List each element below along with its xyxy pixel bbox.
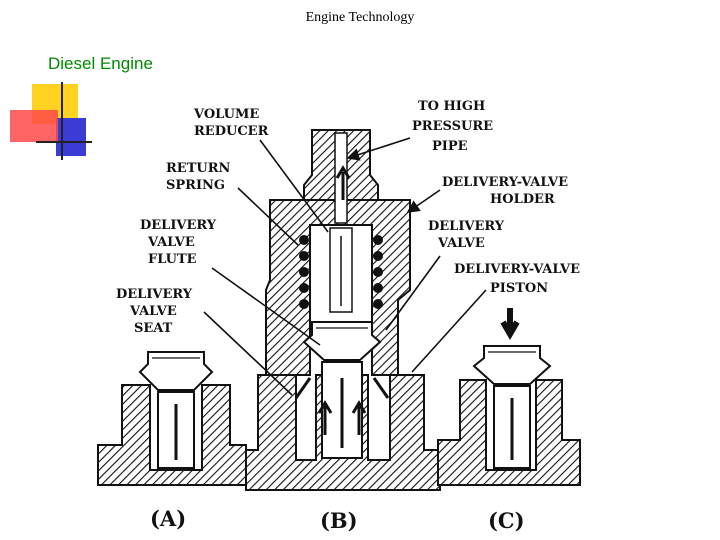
label-return-spring: RETURN SPRING bbox=[166, 161, 235, 193]
leader-lines bbox=[203, 137, 487, 396]
label-delivery-valve: DELIVERY VALVE bbox=[428, 219, 509, 251]
flow-arrow-up-center bbox=[335, 165, 351, 200]
label-delivery-valve-piston: DELIVERY-VALVE PISTON bbox=[454, 262, 585, 296]
assembly-b bbox=[245, 129, 441, 491]
caption-b: (B) bbox=[320, 508, 358, 533]
flow-arrow-side-left bbox=[294, 377, 312, 399]
flow-arrow-up-right bbox=[351, 400, 367, 435]
pump-barrel-c bbox=[437, 379, 581, 486]
delivery-valve-head-c bbox=[472, 345, 552, 385]
decorative-color-blocks bbox=[10, 82, 92, 160]
label-volume-reducer: VOLUME REDUCER bbox=[193, 107, 269, 139]
leader-pressure-pipe bbox=[346, 137, 411, 161]
leader-delivery-valve bbox=[385, 255, 441, 331]
assembly-c bbox=[437, 308, 581, 486]
leader-seat bbox=[203, 311, 293, 396]
caption-a: (A) bbox=[150, 506, 186, 531]
assembly-a bbox=[97, 351, 247, 486]
piston-arrow-down bbox=[500, 308, 520, 340]
leader-return-spring bbox=[237, 187, 299, 246]
labels: VOLUME REDUCER RETURN SPRING DELIVERY VA… bbox=[116, 99, 585, 336]
leader-holder bbox=[406, 189, 441, 213]
label-delivery-valve-holder: DELIVERY-VALVE HOLDER bbox=[442, 175, 573, 207]
caption-c: (C) bbox=[488, 508, 525, 533]
delivery-valve-head-a bbox=[138, 351, 214, 391]
holder-bore bbox=[334, 132, 348, 224]
deco-red-block bbox=[10, 110, 58, 142]
label-delivery-valve-flute: DELIVERY VALVE FLUTE bbox=[140, 218, 221, 267]
pump-barrel-a bbox=[97, 384, 247, 486]
flow-arrow-up-left bbox=[317, 400, 333, 435]
leader-flute bbox=[211, 267, 321, 346]
return-spring bbox=[299, 235, 383, 309]
label-to-high-pressure-pipe: TO HIGH PRESSURE PIPE bbox=[412, 99, 498, 154]
section-title: Diesel Engine bbox=[48, 54, 153, 73]
slide-title: Engine Technology bbox=[305, 10, 415, 25]
flow-arrow-side-right bbox=[372, 377, 390, 399]
leader-piston bbox=[411, 289, 487, 373]
label-delivery-valve-seat: DELIVERY VALVE SEAT bbox=[116, 287, 197, 336]
leader-volume-reducer bbox=[259, 139, 329, 233]
